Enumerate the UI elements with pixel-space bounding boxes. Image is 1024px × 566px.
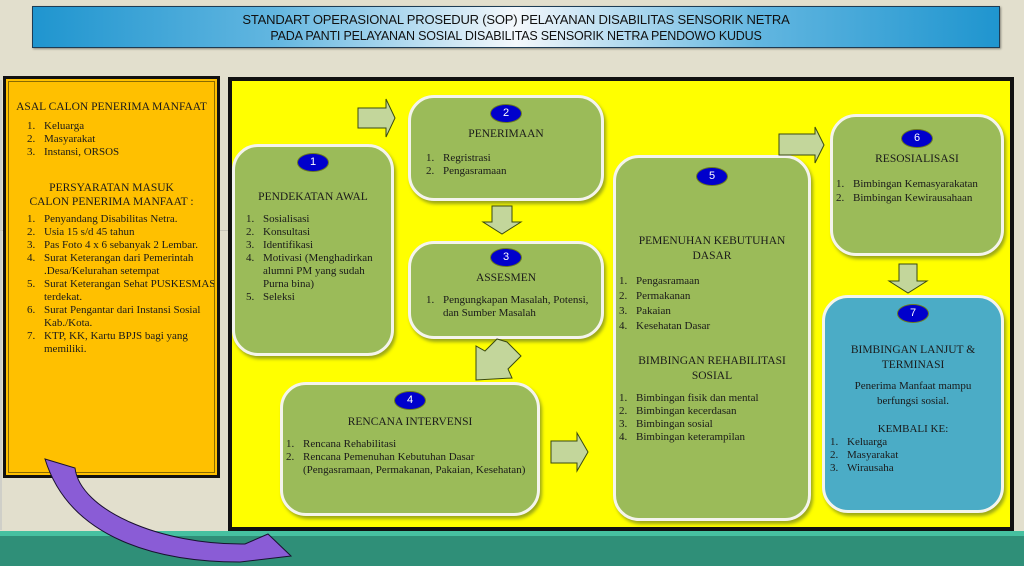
step-5-box: 5 PEMENUHAN KEBUTUHAN DASAR Pengasramaan… bbox=[613, 155, 811, 521]
step-title: BIMBINGAN LANJUT & TERMINASI bbox=[850, 344, 976, 371]
step-sub-item: Bimbingan fisik dan mental bbox=[630, 392, 808, 405]
step-sub-item: Bimbingan kecerdasan bbox=[630, 405, 808, 418]
title-line-2: PADA PANTI PELAYANAN SOSIAL DISABILITAS … bbox=[270, 29, 762, 43]
step-subtitle: BIMBINGAN REHABILITASI SOSIAL bbox=[638, 355, 786, 382]
step-item: Bimbingan Kemasyarakatan bbox=[847, 177, 981, 191]
step-list: Sosialisasi Konsultasi Identifikasi Moti… bbox=[235, 213, 391, 304]
entry-title-line-2: CALON PENERIMA MANFAAT : bbox=[29, 196, 194, 208]
arrow-right-icon bbox=[550, 431, 589, 473]
step-item: Identifikasi bbox=[257, 239, 385, 252]
step-number-badge: 6 bbox=[901, 129, 933, 148]
origin-item: Keluarga bbox=[38, 120, 217, 133]
entry-item: Surat Pengantar dari Instansi Sosial Kab… bbox=[38, 304, 217, 330]
step-item: Kesehatan Dasar bbox=[630, 319, 808, 334]
step-title: PENERIMAAN bbox=[468, 128, 544, 140]
step-number-badge: 7 bbox=[897, 304, 929, 323]
origin-list: Keluarga Masyarakat Instansi, ORSOS bbox=[6, 120, 217, 159]
origin-item: Instansi, ORSOS bbox=[38, 146, 217, 159]
step-item: Pengasramaan bbox=[630, 274, 808, 289]
entry-item: Surat Keterangan Sehat PUSKESMAS terdeka… bbox=[38, 278, 217, 304]
step-number-badge: 3 bbox=[490, 248, 522, 267]
return-item: Wirausaha bbox=[841, 462, 1001, 475]
return-item: Keluarga bbox=[841, 436, 1001, 449]
step-3-box: 3 ASSESMEN Pengungkapan Masalah, Potensi… bbox=[408, 241, 604, 339]
step-6-box: 6 RESOSIALISASI Bimbingan Kemasyarakatan… bbox=[830, 114, 1004, 256]
step-list: Rencana Rehabilitasi Rencana Pemenuhan K… bbox=[283, 438, 537, 477]
step-item: Regristrasi bbox=[437, 152, 601, 165]
step-title: PENDEKATAN AWAL bbox=[258, 191, 368, 203]
step-title: ASSESMEN bbox=[475, 272, 537, 284]
step-item: Sosialisasi bbox=[257, 213, 385, 226]
step-item: Permakanan bbox=[630, 289, 808, 304]
step-item: Rencana Rehabilitasi bbox=[297, 438, 527, 451]
curved-arrow-icon bbox=[44, 458, 293, 563]
return-list: Keluarga Masyarakat Wirausaha bbox=[825, 436, 1001, 475]
step-number-badge: 1 bbox=[297, 153, 329, 172]
entry-title-line-1: PERSYARATAN MASUK bbox=[49, 182, 174, 194]
arrow-down-icon bbox=[481, 205, 523, 235]
step-list: Bimbingan Kemasyarakatan Bimbingan Kewir… bbox=[833, 177, 1001, 205]
requirements-box: ASAL CALON PENERIMA MANFAAT Keluarga Mas… bbox=[3, 76, 220, 478]
origin-title: ASAL CALON PENERIMA MANFAAT bbox=[16, 101, 207, 113]
step-number-badge: 4 bbox=[394, 391, 426, 410]
step-2-box: 2 PENERIMAAN Regristrasi Pengasramaan bbox=[408, 95, 604, 201]
title-line-1: STANDART OPERASIONAL PROSEDUR (SOP) PELA… bbox=[242, 12, 790, 27]
arrow-down-icon bbox=[887, 263, 929, 294]
step-note: Penerima Manfaat mampu berfungsi sosial. bbox=[854, 380, 972, 407]
entry-item: Pas Foto 4 x 6 sebanyak 2 Lembar. bbox=[38, 239, 217, 252]
step-title: PEMENUHAN KEBUTUHAN DASAR bbox=[638, 235, 786, 262]
entry-item: KTP, KK, Kartu BPJS bagi yang memiliki. bbox=[38, 330, 217, 356]
step-list: Regristrasi Pengasramaan bbox=[411, 152, 601, 178]
step-number-badge: 2 bbox=[490, 104, 522, 123]
step-1-box: 1 PENDEKATAN AWAL Sosialisasi Konsultasi… bbox=[232, 144, 394, 356]
step-title: RENCANA INTERVENSI bbox=[347, 416, 473, 428]
arrow-down-left-icon bbox=[475, 338, 522, 381]
step-sub-item: Bimbingan keterampilan bbox=[630, 431, 808, 444]
step-list: Pengasramaan Permakanan Pakaian Kesehata… bbox=[616, 274, 808, 334]
entry-item: Usia 15 s/d 45 tahun bbox=[38, 226, 217, 239]
left-rule bbox=[0, 80, 2, 530]
return-title: KEMBALI KE: bbox=[877, 423, 949, 435]
bottom-band-stripe bbox=[0, 531, 1024, 536]
step-sub-list: Bimbingan fisik dan mental Bimbingan kec… bbox=[616, 392, 808, 444]
origin-item: Masyarakat bbox=[38, 133, 217, 146]
step-item: Seleksi bbox=[257, 291, 385, 304]
step-sub-item: Bimbingan sosial bbox=[630, 418, 808, 431]
step-item: Bimbingan Kewirausahaan bbox=[847, 191, 981, 205]
step-item: Pengasramaan bbox=[437, 165, 601, 178]
entry-item: Surat Keterangan dari Pemerintah .Desa/K… bbox=[38, 252, 217, 278]
step-number-badge: 5 bbox=[696, 167, 728, 186]
step-item: Konsultasi bbox=[257, 226, 385, 239]
arrow-right-icon bbox=[778, 126, 825, 164]
entry-item: Penyandang Disabilitas Netra. bbox=[38, 213, 217, 226]
step-item: Pakaian bbox=[630, 304, 808, 319]
entry-list: Penyandang Disabilitas Netra. Usia 15 s/… bbox=[6, 213, 217, 356]
step-list: Pengungkapan Masalah, Potensi, dan Sumbe… bbox=[411, 294, 601, 320]
step-7-box: 7 BIMBINGAN LANJUT & TERMINASI Penerima … bbox=[822, 295, 1004, 513]
entry-title: PERSYARATAN MASUK CALON PENERIMA MANFAAT… bbox=[6, 181, 217, 209]
title-banner: STANDART OPERASIONAL PROSEDUR (SOP) PELA… bbox=[32, 6, 1000, 48]
step-title: RESOSIALISASI bbox=[875, 153, 959, 165]
step-item: Rencana Pemenuhan Kebutuhan Dasar (Penga… bbox=[297, 451, 527, 477]
step-4-box: 4 RENCANA INTERVENSI Rencana Rehabilitas… bbox=[280, 382, 540, 516]
return-item: Masyarakat bbox=[841, 449, 1001, 462]
step-item: Motivasi (Menghadirkan alumni PM yang su… bbox=[257, 252, 385, 291]
step-item: Pengungkapan Masalah, Potensi, dan Sumbe… bbox=[437, 294, 593, 320]
arrow-right-icon bbox=[357, 98, 396, 138]
